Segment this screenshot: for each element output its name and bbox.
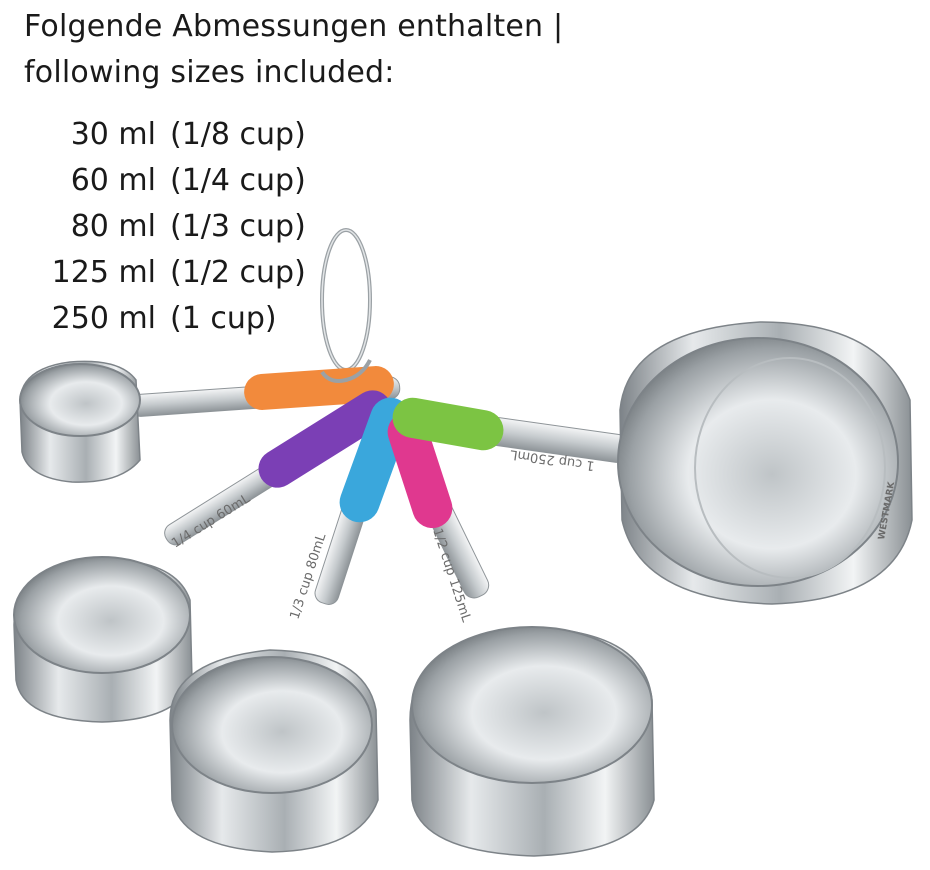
size-ml: 250 ml xyxy=(51,301,156,336)
size-ml: 60 ml xyxy=(70,163,156,198)
size-cup: (1 cup) xyxy=(170,301,277,336)
size-ml: 80 ml xyxy=(70,209,156,244)
heading-line-2: following sizes included: xyxy=(24,55,395,90)
size-cup: (1/2 cup) xyxy=(170,255,306,290)
size-cup: (1/3 cup) xyxy=(170,209,306,244)
size-ml: 30 ml xyxy=(70,117,156,152)
heading-line-1: Folgende Abmessungen enthalten | xyxy=(24,9,564,44)
size-row: 60 ml (1/4 cup) xyxy=(38,158,306,204)
handle-pink xyxy=(387,411,453,529)
handle-green xyxy=(392,397,504,451)
key-ring xyxy=(320,228,372,372)
cup-third: 1/3 cup 80mL xyxy=(169,397,411,853)
size-list: 30 ml (1/8 cup) 60 ml (1/4 cup) 80 ml (1… xyxy=(38,112,306,342)
cup-one: 1 cup 250mL WESTMARK xyxy=(392,321,913,605)
size-row: 30 ml (1/8 cup) xyxy=(38,112,306,158)
size-cup: (1/8 cup) xyxy=(170,117,306,152)
cup-half: 1/2 cup 125mL xyxy=(387,411,655,857)
ring-front xyxy=(320,359,372,383)
size-row: 250 ml (1 cup) xyxy=(38,296,306,342)
size-ml: 125 ml xyxy=(51,255,156,290)
heading: Folgende Abmessungen enthalten | followi… xyxy=(24,4,563,96)
size-row: 80 ml (1/3 cup) xyxy=(38,204,306,250)
handle-purple xyxy=(258,390,392,488)
size-row: 125 ml (1/2 cup) xyxy=(38,250,306,296)
size-cup: (1/4 cup) xyxy=(170,163,306,198)
